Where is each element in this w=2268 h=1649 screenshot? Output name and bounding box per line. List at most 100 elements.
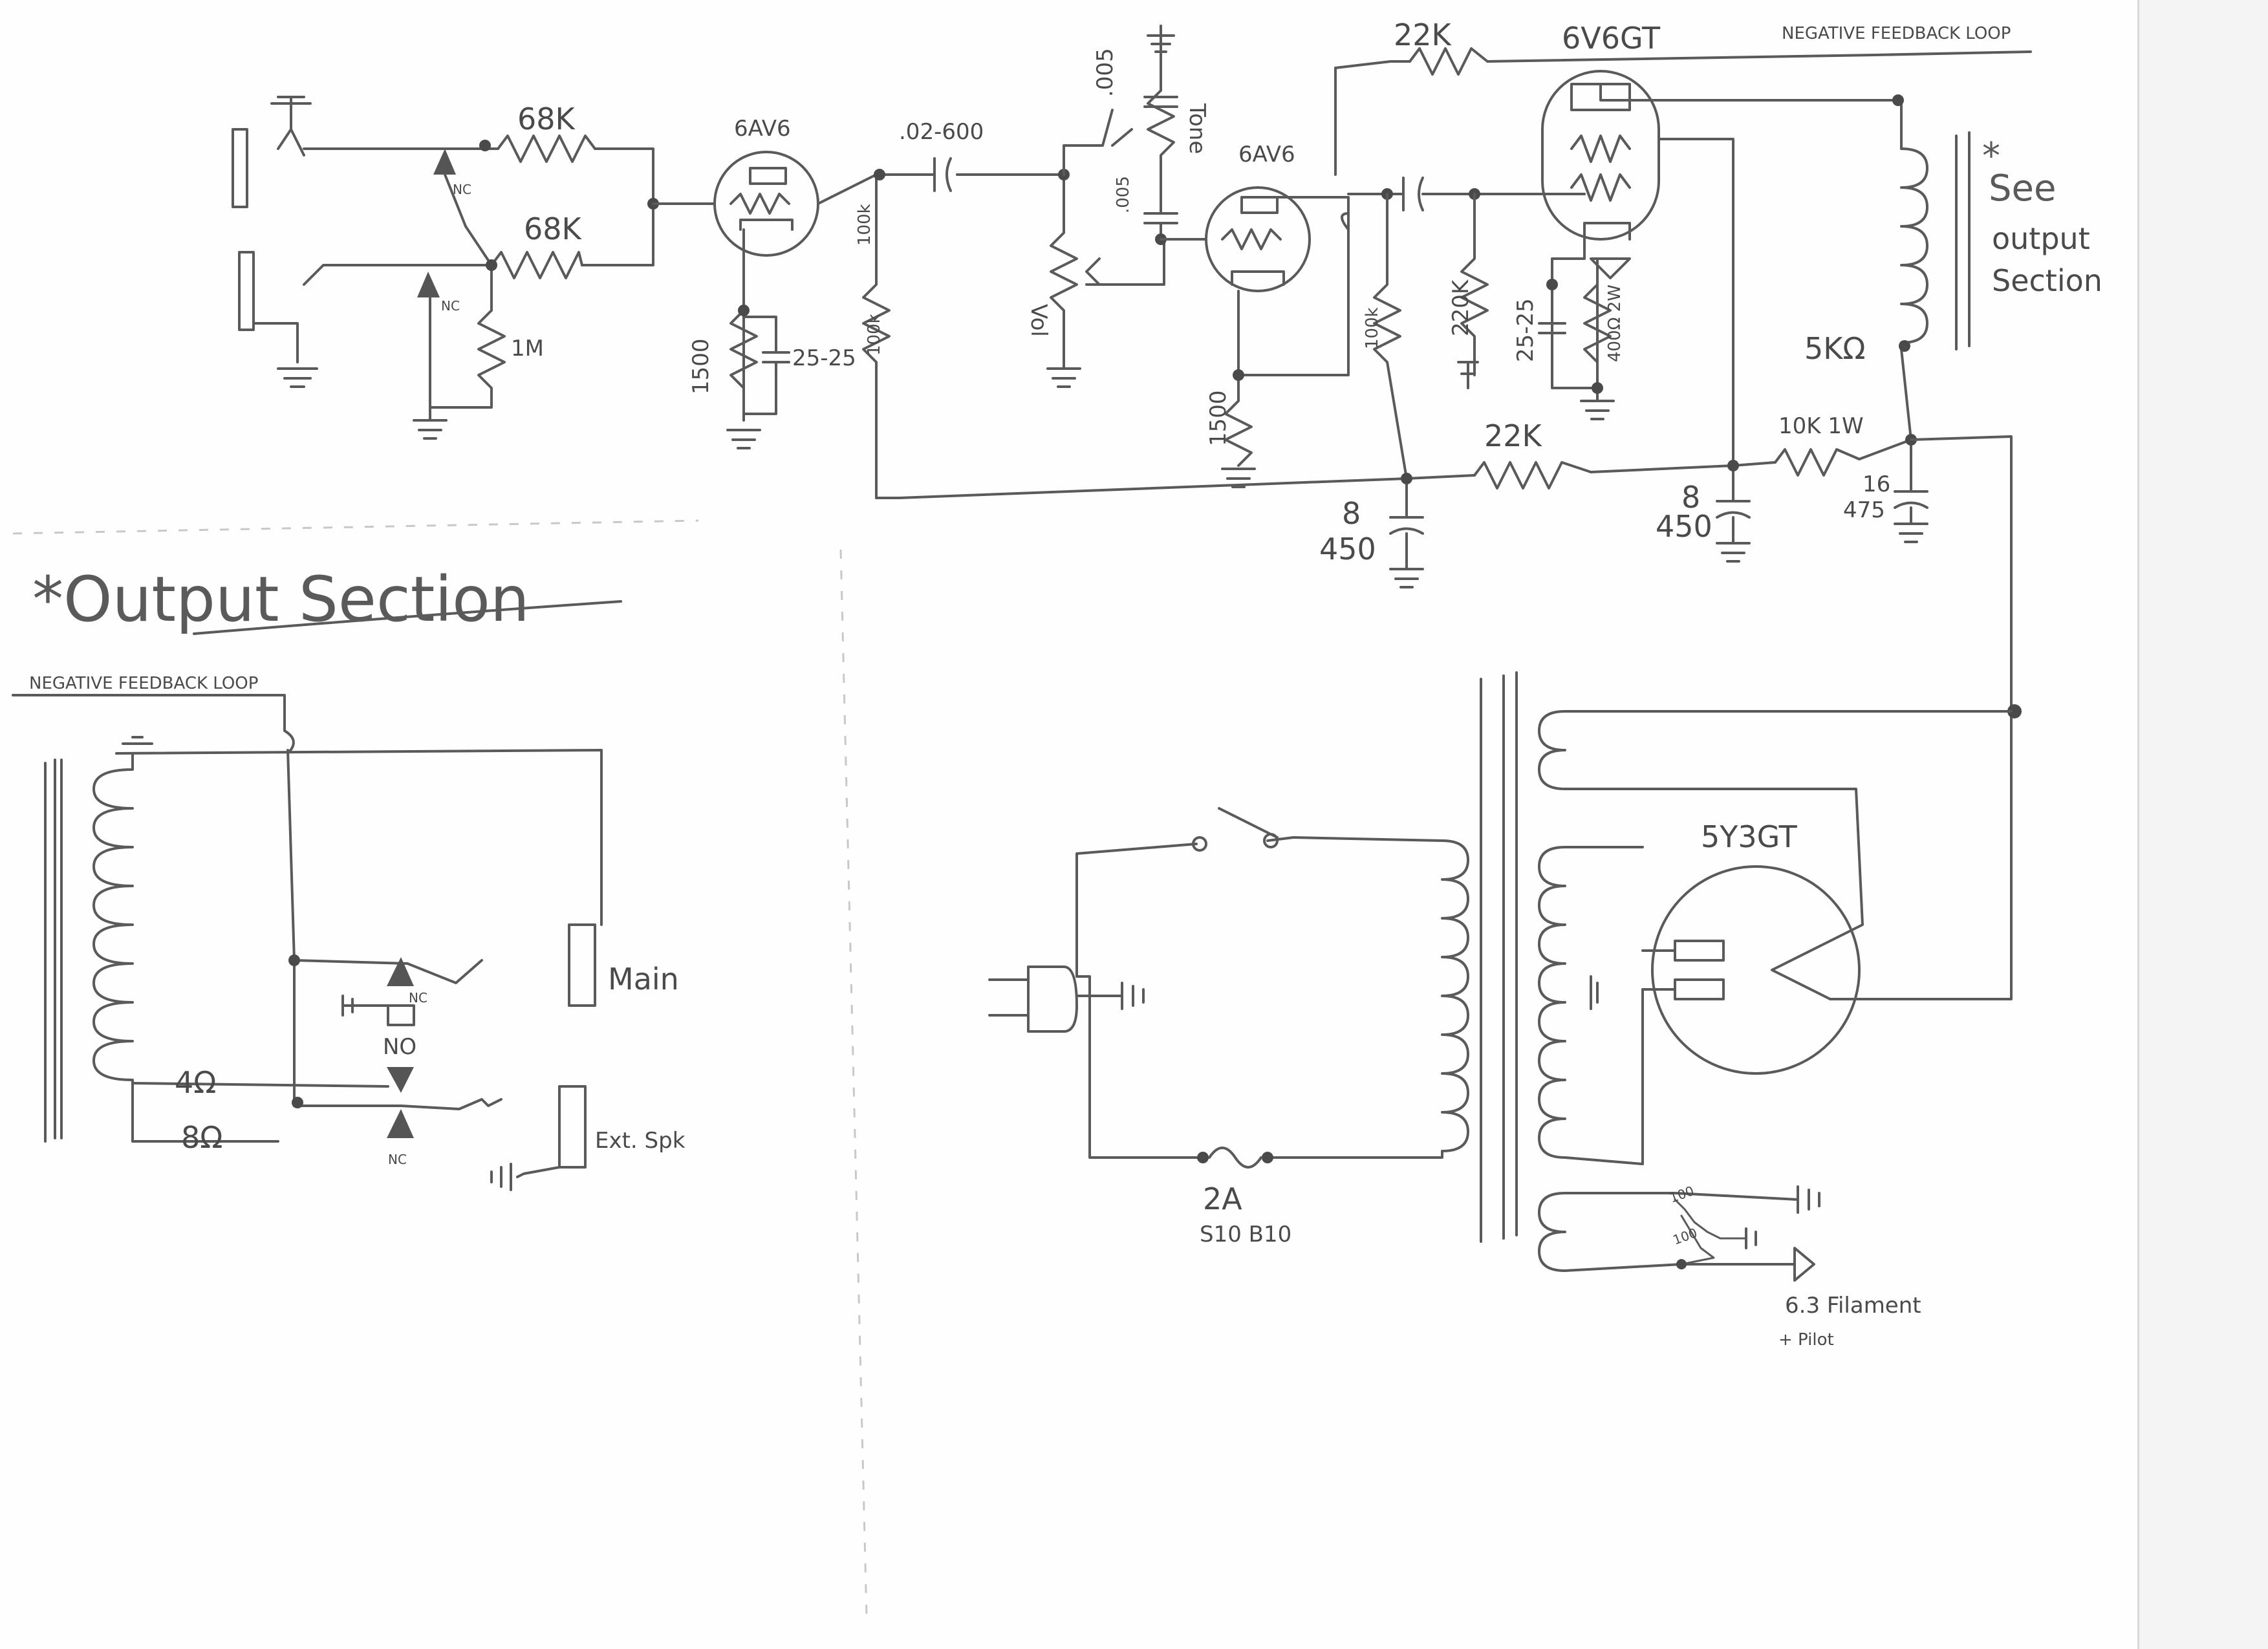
label-c-filter-2-voltage: 450: [1656, 509, 1712, 544]
label-r-cathode: 400Ω 2W: [1605, 285, 1625, 362]
resistor-dropping-1: [1473, 461, 1592, 490]
label-fuse-type: S10 B10: [1200, 1222, 1291, 1247]
label-c-filter-2-value: 8: [1681, 480, 1700, 515]
label-contact-nc-1: NC: [409, 990, 427, 1006]
pot-volume: [1050, 173, 1078, 363]
cap-filter-1: [1389, 477, 1424, 588]
label-c-cathode: 25-25: [1513, 298, 1539, 362]
rail-wires: [898, 438, 1912, 499]
bright-wires: [1063, 109, 1133, 176]
secondary-top-wire: [115, 749, 603, 926]
heater-ground: [1797, 1185, 1820, 1214]
input-jack-1-ground: [270, 96, 312, 105]
label-r-v2-cathode: 1500: [1205, 390, 1231, 446]
contact-nc-2: [387, 1109, 414, 1138]
power-switch: [1218, 807, 1279, 839]
cap-filter-2: [1716, 464, 1751, 563]
cap-coupling-1: [933, 157, 952, 192]
heater-balance-resistors: [1674, 1198, 1747, 1266]
contact-no: [387, 1067, 414, 1093]
label-c-filter-1-voltage: 450: [1319, 532, 1376, 566]
tube-power-cathode: [1583, 222, 1631, 241]
tube-v2-grid: [1221, 228, 1282, 250]
see-note-star: *: [1982, 135, 2000, 177]
output-feedback-label: NEGATIVE FEEDBACK LOOP: [29, 674, 258, 693]
label-r-dropping-2: 10K 1W: [1778, 413, 1864, 439]
output-transformer-secondary: [92, 752, 134, 1143]
label-nc-2: NC: [441, 298, 460, 314]
resistor-68k-2: [490, 251, 583, 279]
label-c-filter-1-value: 8: [1342, 496, 1361, 531]
label-tube-v1: 6AV6: [734, 116, 791, 142]
tap-4-wire: [131, 1082, 389, 1088]
label-r-v1-plate: 100k: [865, 314, 884, 356]
tube-v1-cathode: [739, 219, 794, 231]
label-c-coupling-1: .02-600: [899, 119, 984, 145]
contact-block: [387, 1004, 415, 1026]
label-r-v1-cathode: 1500: [688, 338, 714, 394]
tube-power-screen: [1570, 135, 1631, 163]
ext-contact: [293, 1098, 502, 1110]
wiper-wire: [1085, 238, 1165, 286]
rectifier-winding: [1538, 846, 1644, 1165]
label-jack-main: Main: [608, 962, 679, 997]
cap-v1-cathode: [742, 316, 790, 415]
resistor-v1-cathode: [729, 309, 758, 389]
filament-output-arrow: [1793, 1247, 1815, 1282]
resistor-feedback: [1409, 47, 1489, 76]
label-c-tone: .005: [1114, 176, 1133, 213]
label-c-v1-cathode: 25-25: [792, 345, 856, 371]
v1-plate-circuit: .02-600 100k 100k: [855, 119, 1065, 499]
contact-ground-1: [341, 995, 389, 1017]
rectifier-envelope: [1651, 865, 1861, 1075]
volume-control: Vol: [1026, 169, 1165, 388]
label-contact-no: NO: [383, 1034, 416, 1060]
ground-tone: [1147, 25, 1175, 92]
cap-filter-3: [1894, 438, 1928, 543]
ground-input: [413, 406, 448, 440]
output-transformer-core: [1955, 131, 1971, 350]
nc-contact-1: [433, 149, 456, 175]
label-pot-volume: Vol: [1026, 304, 1052, 337]
input-jack-1-contact: [277, 96, 305, 156]
feedback-jumper: [1334, 67, 1350, 231]
tube-v2-leads: [1160, 196, 1350, 376]
mains-plug: [1027, 965, 1078, 1033]
heater-winding: [1538, 1192, 1566, 1272]
switch-contact-1: [1192, 836, 1207, 852]
primary-bottom: [1900, 341, 1912, 441]
ground-v1: [726, 429, 761, 449]
input-jack-1: [232, 128, 248, 208]
pot-tone: [1147, 89, 1175, 169]
tube-power-heater: [1590, 257, 1631, 279]
mains-wires: [1075, 836, 1443, 1159]
resistor-1m: [429, 309, 506, 409]
pot-volume-wiper: [1085, 257, 1101, 286]
ground-v2: [1221, 468, 1256, 488]
cap-bright-plates: [1143, 96, 1178, 108]
rectifier-filament: [1771, 940, 1831, 1000]
jack-main: [568, 923, 596, 1007]
label-tube-v2: 6AV6: [1238, 142, 1295, 167]
main-contact: [293, 959, 483, 984]
see-note-2: output: [1992, 221, 2090, 256]
power-stage: 22K 6V6GT NEGATIVE FEEDBACK LOOP 100k 22…: [1334, 17, 2102, 480]
title-underline: [193, 600, 622, 635]
ground-volume: [1046, 361, 1081, 388]
resistor-grid-leak: [1460, 193, 1489, 376]
label-transformer-impedance: 5KΩ: [1804, 331, 1866, 366]
label-r-feedback: 22K: [1394, 17, 1453, 52]
supply-rail: 22K 10K 1W 8 450 8 450 16 475: [875, 413, 2022, 1000]
mains-plug-prongs: [988, 978, 1123, 1017]
fuse: [1208, 1147, 1262, 1169]
ground-cathode: [1580, 387, 1615, 420]
tube-v1: 6AV6 1500 25-25: [652, 116, 878, 449]
label-c-filter-3-value: 16: [1863, 471, 1890, 497]
input-wires: [303, 147, 654, 286]
resistor-68k-1: [497, 135, 596, 163]
resistor-v2-cathode: [1224, 374, 1253, 467]
output-section: *Output Section NEGATIVE FEEDBACK LOOP 4…: [12, 563, 686, 1191]
secondary-ground: [122, 736, 153, 745]
tube-power-grid: [1570, 173, 1631, 202]
